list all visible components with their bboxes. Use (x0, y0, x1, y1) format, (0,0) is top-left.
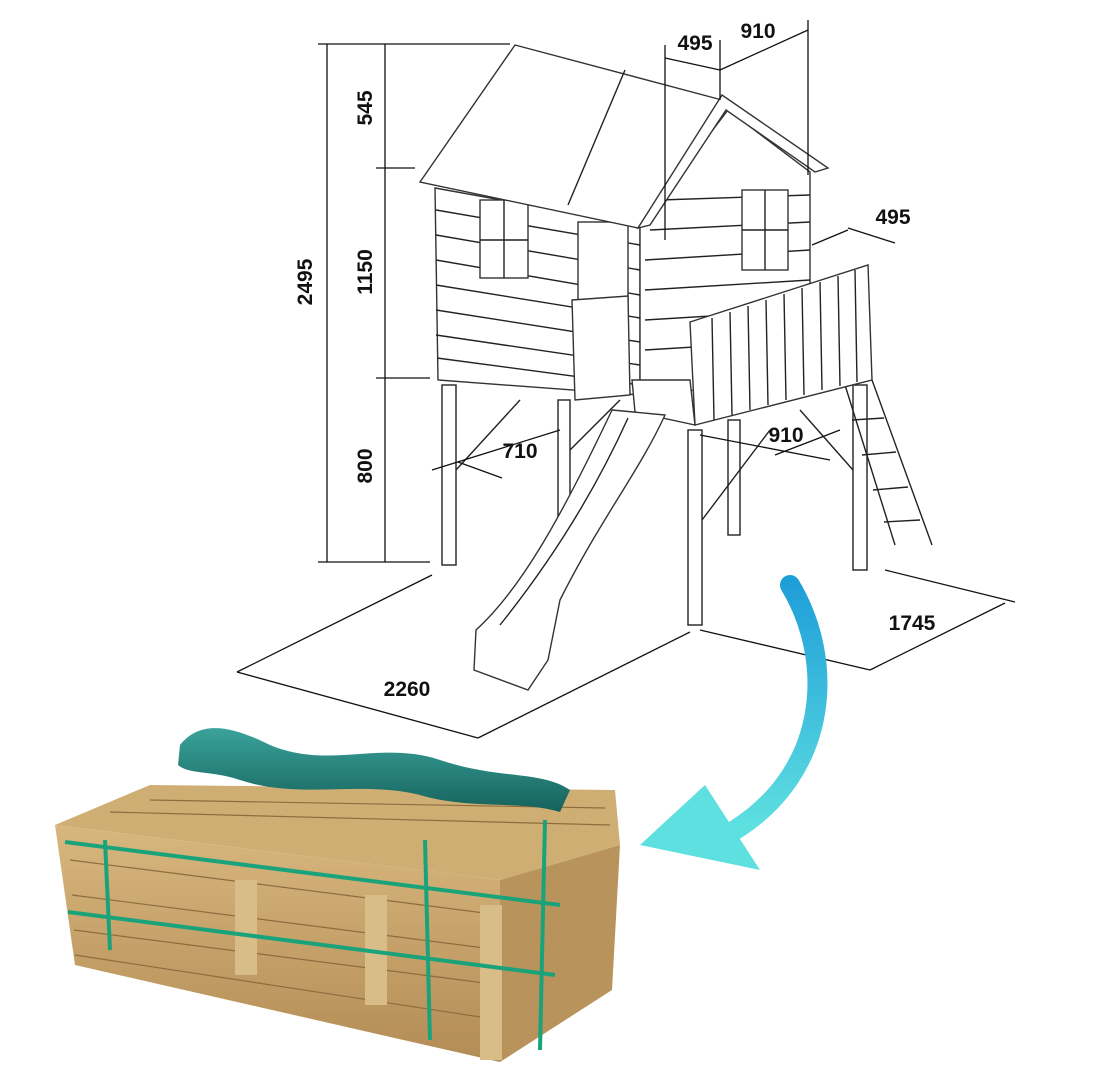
dim-wall-height: 1150 (354, 249, 377, 295)
dim-roof-height: 545 (354, 90, 377, 125)
terrace-railing (689, 264, 873, 426)
front-railing (571, 295, 631, 401)
curved-arrow-icon (640, 575, 828, 870)
packaged-pallet-photo (55, 728, 620, 1062)
dim-terrace-width: 495 (875, 206, 910, 229)
dim-leg-spacing: 710 (502, 440, 537, 463)
dim-overall-width: 1745 (889, 612, 936, 635)
dim-house-depth: 910 (740, 20, 775, 43)
legs (441, 384, 868, 626)
slide-photo (178, 728, 570, 812)
roof-edge (636, 94, 830, 230)
ladder (844, 379, 933, 546)
playhouse-drawing (418, 44, 933, 691)
straps (64, 819, 561, 1051)
dim-platform-height: 800 (354, 448, 377, 483)
dimension-lines (236, 20, 1016, 739)
dim-overall-length: 2260 (384, 678, 431, 701)
dim-terrace-depth: 910 (768, 424, 803, 447)
dim-roof-overhang: 495 (677, 32, 712, 55)
slide-drawing (473, 409, 667, 691)
dim-total-height: 2495 (294, 258, 317, 305)
